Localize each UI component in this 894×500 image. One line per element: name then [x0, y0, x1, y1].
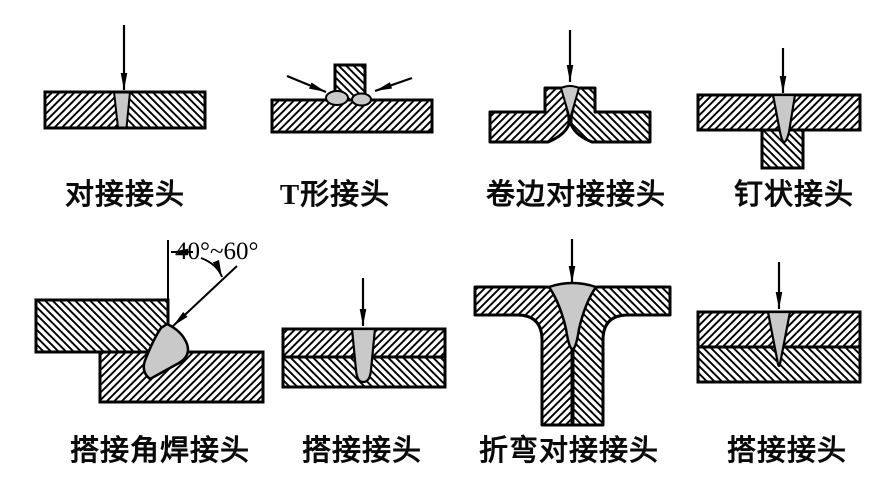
nail-shaped-joint-label: 钉状接头: [733, 179, 854, 211]
flanged-butt-joint-diagram: [488, 30, 652, 144]
nail-shaped-joint-diagram: [696, 48, 862, 170]
plate-outline: [43, 90, 207, 130]
left-flanged-plate: [488, 86, 571, 144]
fillet-weld: [142, 322, 190, 381]
lap-fillet-joint-label: 搭接角焊接头: [70, 435, 251, 467]
weld-seam: [547, 281, 598, 351]
flanged-butt-joint-label: 卷边对接接头: [485, 179, 666, 211]
weld-seam: [350, 327, 377, 384]
right-flanged-plate: [569, 86, 652, 144]
t-joint-label: T形接头: [279, 179, 391, 211]
weld-seam: [112, 91, 132, 129]
weld-nail: [771, 93, 797, 144]
lap-joint-diagram: [281, 278, 447, 389]
angle-range-label: 40°~60°: [175, 238, 259, 265]
weld-bead-left: [325, 90, 349, 106]
weld-seam: [559, 85, 581, 123]
left-bent-plate: [473, 285, 574, 427]
base-plate: [270, 98, 434, 134]
right-plate: [122, 92, 205, 128]
weld-direction-arrow-left-icon: [286, 74, 327, 94]
t-joint-diagram: [270, 63, 434, 134]
weld-bead-right: [351, 92, 372, 107]
butt-joint-label: 对接接头: [64, 179, 185, 211]
lap-joint-2-label: 搭接接头: [726, 435, 847, 467]
left-plate: [45, 92, 122, 128]
lap-joint-label: 搭接接头: [301, 435, 422, 467]
bent-butt-joint-label: 折弯对接接头: [479, 435, 660, 467]
right-bent-plate: [571, 285, 672, 427]
lower-plate: [98, 350, 265, 404]
weld-seam: [766, 310, 792, 368]
weld-direction-arrow-right-icon: [374, 76, 413, 93]
lap-joint-2-diagram: [696, 262, 862, 384]
lap-fillet-joint-diagram: 40°~60°: [34, 238, 265, 404]
angle-arc-arrow-icon: [200, 257, 223, 278]
bent-butt-joint-diagram: [473, 239, 672, 427]
butt-joint-diagram: [43, 25, 207, 130]
electrode-angle-line: [172, 265, 238, 327]
upper-plate: [34, 298, 170, 354]
